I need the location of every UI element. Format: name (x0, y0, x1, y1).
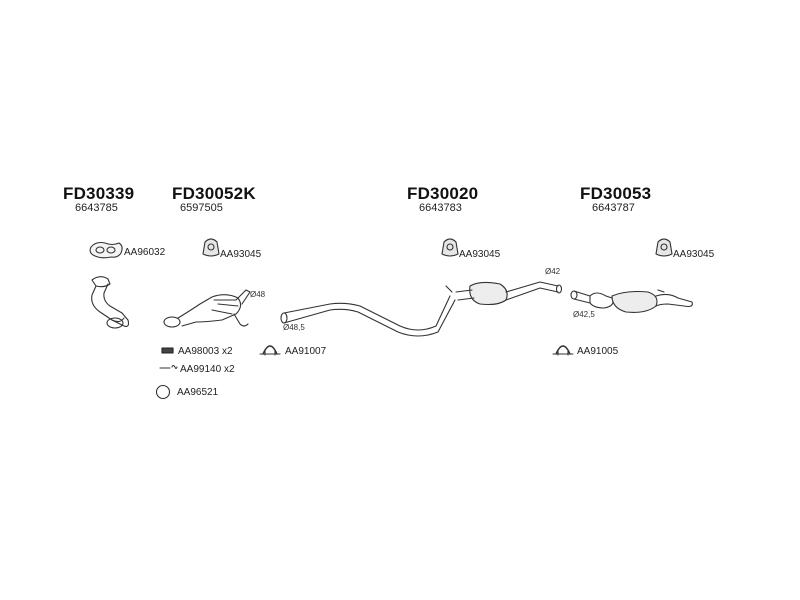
diameter-label: Ø48,5 (283, 323, 305, 332)
diameter-label: Ø42,5 (573, 310, 595, 319)
hanger-label: AA93045 (220, 249, 262, 260)
part-number: 6643787 (592, 202, 635, 214)
sealing-ring-icon (155, 384, 171, 400)
front-pipe-icon (91, 276, 130, 329)
pipe-clamp-icon (552, 345, 574, 356)
clamp-label: AA91005 (577, 346, 619, 357)
spring-qty: x2 (223, 364, 235, 375)
part-number: 6597505 (180, 202, 223, 214)
spring-label: AA99140 x2 (180, 364, 235, 375)
clamp-label: AA91007 (285, 346, 327, 357)
gasket-icon (89, 241, 123, 259)
part-code: FD30053 (580, 184, 652, 203)
bolt-qty: x2 (221, 346, 233, 357)
diameter-label: Ø48 (250, 290, 266, 299)
rear-silencer-icon (570, 289, 693, 313)
catalyst-icon (163, 289, 251, 328)
bolt-code: AA98003 (178, 346, 220, 357)
part-code: FD30052K (172, 184, 256, 203)
pipe-clamp-icon (259, 345, 281, 356)
rubber-hanger-icon (441, 238, 459, 257)
bolt-label: AA98003 x2 (178, 346, 233, 357)
spring-code: AA99140 (180, 364, 222, 375)
bolt-icon (161, 347, 174, 354)
part-code: FD30339 (63, 184, 135, 203)
rubber-hanger-icon (655, 238, 673, 257)
gasket-label: AA96032 (124, 247, 166, 258)
middle-pipe-icon (280, 281, 563, 337)
part-number: 6643785 (75, 202, 118, 214)
hanger-label: AA93045 (673, 249, 715, 260)
diameter-label: Ø42 (545, 267, 561, 276)
part-number: 6643783 (419, 202, 462, 214)
hanger-label: AA93045 (459, 249, 501, 260)
rubber-hanger-icon (202, 238, 220, 257)
spring-icon (159, 364, 178, 370)
part-code: FD30020 (407, 184, 479, 203)
ring-label: AA96521 (177, 387, 219, 398)
